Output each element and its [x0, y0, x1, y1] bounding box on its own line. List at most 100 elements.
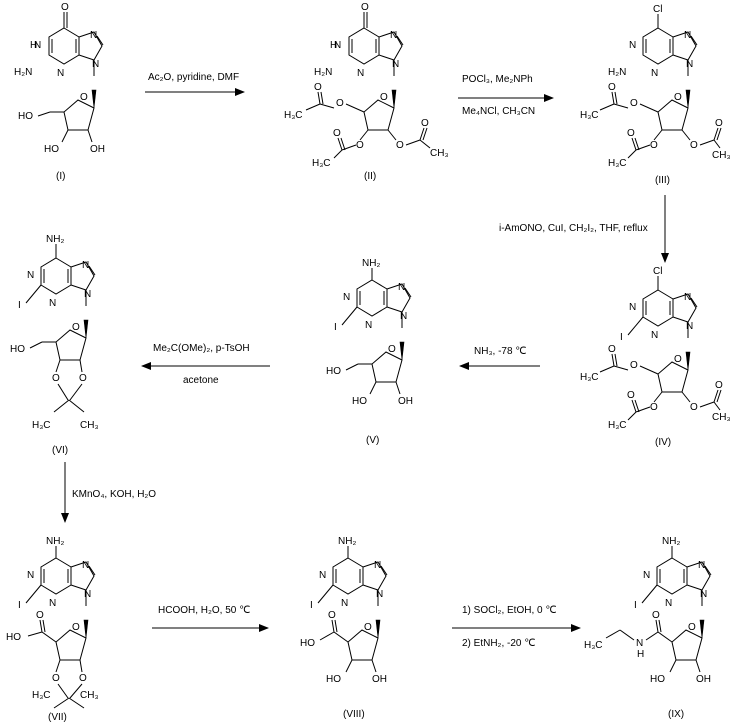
compound-VII: NH₂ N I N N N O O HO O O H₃C CH₃ (VII) [6, 536, 99, 723]
atom-O: O [79, 673, 87, 684]
atom-N: N [398, 282, 405, 293]
atom-I: I [18, 300, 21, 311]
reagent-text: POCl₃, Me₂NPh [462, 74, 533, 85]
atom-O: O [630, 98, 638, 109]
atom-O: O [690, 140, 698, 151]
reagent-text: NH₃, -78 ℃ [474, 346, 527, 357]
atom-N: N [341, 598, 348, 609]
atom-I: I [634, 600, 637, 611]
atom-N: N [27, 570, 34, 581]
atom-HO: HO [44, 144, 59, 155]
reagent-text: Me₄NCl, CH₃CN [462, 106, 535, 117]
reagent-text: HCOOH, H₂O, 50 ℃ [158, 605, 250, 616]
atom-N: N [357, 68, 364, 79]
atom-O: O [608, 344, 616, 355]
atom-N: N [636, 638, 643, 649]
atom-O: O [364, 622, 372, 633]
atom-H: H [330, 40, 337, 51]
compound-label-VIII: (VIII) [343, 709, 365, 720]
atom-H3C: H₃C [580, 372, 599, 383]
atom-H: H [30, 40, 37, 51]
atom-I: I [334, 322, 337, 333]
compound-V: NH₂ N I N N N O HO HO OH (V) [326, 258, 413, 446]
compound-VI: NH₂ N I N N N O HO O O H₃C CH₃ (VI) [10, 234, 99, 456]
atom-HN: N [34, 40, 41, 51]
atom-O: O [72, 622, 80, 633]
step-III-IV: i-AmONO, CuI, CH₂I₂, THF, reflux [499, 195, 669, 263]
atom-N: N [400, 311, 407, 322]
atom-CH3: CH₃ [80, 420, 99, 431]
atom-N: N [698, 560, 705, 571]
atom-NH2: NH₂ [46, 234, 64, 245]
reagent-text: 2) EtNH₂, -20 ℃ [462, 638, 535, 649]
atom-CH3: CH₃ [712, 150, 731, 161]
compound-II: O N H H₂N N N N O O O H₃C O O H₃C O O CH… [284, 2, 449, 182]
reagent-text: KMnO₄, KOH, H₂O [72, 489, 156, 500]
compound-label-IV: (IV) [655, 437, 671, 448]
atom-O: O [52, 673, 60, 684]
atom-O: O [61, 2, 69, 13]
atom-HO: HO [300, 638, 315, 649]
atom-N: N [684, 30, 691, 41]
atom-NH2: NH₂ [362, 258, 380, 269]
atom-O: O [630, 360, 638, 371]
atom-O: O [421, 118, 429, 129]
reagent-text: 1) SOCl₂, EtOH, 0 ℃ [462, 605, 557, 616]
atom-O: O [627, 128, 635, 139]
compound-label-IX: (IX) [668, 709, 684, 720]
atom-N: N [651, 330, 658, 341]
atom-O: O [36, 610, 44, 621]
atom-O: O [328, 610, 336, 621]
atom-O: O [690, 402, 698, 413]
atom-N: N [82, 560, 89, 571]
compound-label-V: (V) [366, 435, 379, 446]
compound-label-III: (III) [655, 175, 670, 186]
atom-I: I [310, 600, 313, 611]
atom-O: O [688, 622, 696, 633]
step-I-II: Ac₂O, pyridine, DMF [145, 72, 245, 96]
atom-HO: HO [6, 632, 21, 643]
reagent-text: Me₂C(OMe)₂, p-TsOH [153, 343, 250, 354]
atom-H3C: H₃C [580, 110, 599, 121]
atom-O: O [336, 98, 344, 109]
atom-HN: N [334, 40, 341, 51]
compound-label-II: (II) [364, 171, 376, 182]
atom-Cl: Cl [653, 266, 662, 277]
atom-O: O [652, 610, 660, 621]
atom-O: O [361, 2, 369, 13]
atom-N: N [27, 270, 34, 281]
atom-I: I [18, 600, 21, 611]
atom-H3C: H₃C [284, 110, 303, 121]
reagent-text: acetone [183, 375, 219, 386]
compound-label-VII: (VII) [48, 712, 67, 723]
atom-CH3: CH₃ [80, 690, 99, 701]
atom-I: I [620, 332, 623, 343]
atom-Cl: Cl [653, 4, 662, 15]
atom-N: N [392, 59, 399, 70]
atom-N: N [374, 560, 381, 571]
atom-O: O [627, 390, 635, 401]
atom-O: O [79, 373, 87, 384]
compound-VIII: NH₂ N I N N N O O HO HO OH (VIII) [300, 536, 388, 720]
atom-H3C: H₃C [32, 690, 51, 701]
compound-III: Cl N H₂N N N N O O O H₃C O O H₃C O O CH₃… [580, 4, 731, 186]
atom-O: O [650, 140, 658, 151]
compound-IV: Cl N I N N N O O O H₃C O O H₃C O O CH₃ (… [580, 266, 731, 448]
atom-O: O [72, 322, 80, 333]
atom-O: O [380, 92, 388, 103]
atom-N: N [651, 68, 658, 79]
atom-H3C: H₃C [608, 420, 627, 431]
atom-N: N [92, 59, 99, 70]
step-IV-V: NH₃, -78 ℃ [459, 346, 540, 370]
atom-H3C: H₃C [584, 640, 603, 651]
atom-H2N: H₂N [14, 67, 32, 78]
atom-N: N [90, 30, 97, 41]
atom-O: O [333, 128, 341, 139]
compound-I: O N H H₂N N N N O HO HO OH (I) [14, 2, 105, 182]
atom-N: N [700, 589, 707, 600]
atom-O: O [608, 82, 616, 93]
atom-N: N [629, 40, 636, 51]
atom-O: O [715, 118, 723, 129]
atom-N: N [343, 292, 350, 303]
atom-O: O [356, 140, 364, 151]
